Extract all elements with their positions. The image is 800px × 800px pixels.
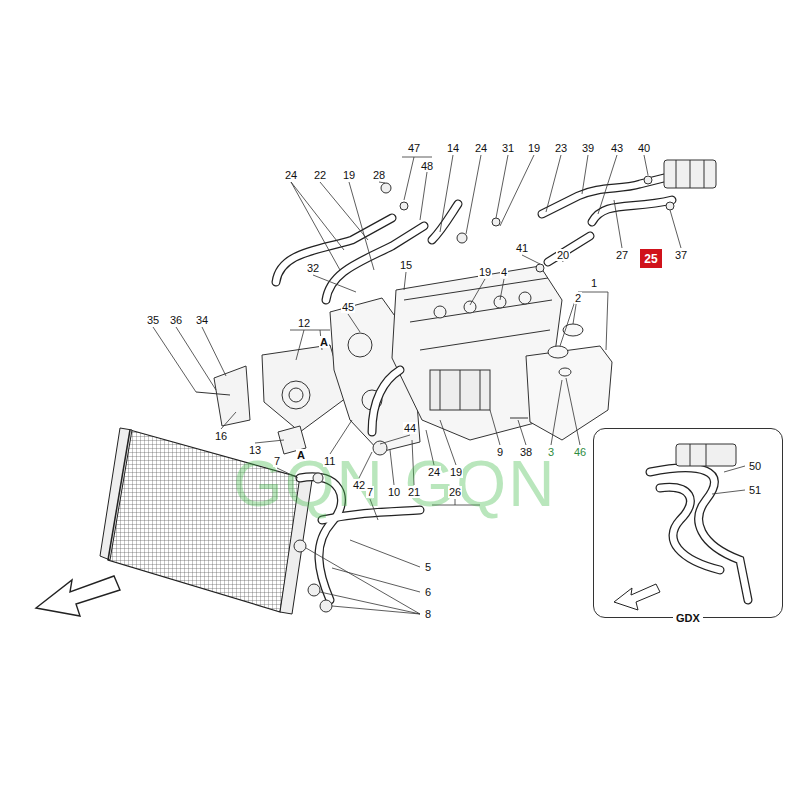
radiator (100, 428, 312, 614)
watermark: GQN GQN (233, 449, 556, 519)
callout-number: 26 (448, 486, 462, 498)
callout-number: 50 (748, 460, 762, 472)
callout-number: 24 (427, 466, 441, 478)
callout-number: 21 (407, 486, 421, 498)
callout-number: 28 (372, 169, 386, 181)
callout-number: 37 (674, 249, 688, 261)
callout-number: 8 (424, 608, 432, 620)
heater-core-fittings (294, 160, 736, 612)
callout-number: 1 (590, 277, 598, 289)
callout-number: 31 (501, 142, 515, 154)
inset-panel: GDX (593, 428, 783, 618)
callout-number: 27 (615, 249, 629, 261)
hose-outline (276, 174, 748, 600)
callout-number: 7 (273, 455, 281, 467)
panel-title: GDX (673, 612, 703, 624)
callout-number: 3 (547, 446, 555, 458)
callout-number: 41 (515, 242, 529, 254)
callout-number: 48 (420, 160, 434, 172)
callout-number: 14 (446, 142, 460, 154)
callout-number: 19 (478, 266, 492, 278)
callout-number: 2 (574, 292, 582, 304)
callout-number: 19 (342, 169, 356, 181)
callout-number: 32 (306, 262, 320, 274)
callout-number: 11 (323, 455, 336, 467)
callout-number: 7 (366, 486, 374, 498)
callout-number: A (319, 336, 329, 348)
callout-number: 42 (352, 479, 366, 491)
callout-number: 20 (556, 249, 570, 261)
callout-number: 45 (341, 301, 355, 313)
highlight-box: 25 (640, 249, 662, 268)
callout-number: 46 (573, 446, 587, 458)
direction-arrow (36, 576, 120, 616)
callout-number: 38 (519, 446, 533, 458)
callout-number: 10 (387, 486, 401, 498)
callout-number: 43 (610, 142, 624, 154)
leader-lines (153, 155, 745, 614)
callout-number: 22 (313, 169, 327, 181)
callout-number: 24 (284, 169, 298, 181)
callout-number: 6 (424, 586, 432, 598)
direction-arrow (614, 584, 660, 610)
callout-number: 40 (637, 142, 651, 154)
callout-number: 19 (449, 466, 463, 478)
callout-number: 34 (195, 314, 209, 326)
callout-number: 44 (403, 422, 417, 434)
callout-number: 47 (407, 142, 421, 154)
callout-number: 23 (554, 142, 568, 154)
callout-number: 5 (424, 561, 432, 573)
callout-number: 35 (146, 314, 160, 326)
callout-number: 39 (581, 142, 595, 154)
callout-number: 9 (496, 446, 504, 458)
callout-number: 36 (169, 314, 183, 326)
callout-number: A (296, 449, 306, 461)
expansion-tank (510, 324, 612, 440)
callout-number: 13 (248, 444, 262, 456)
callout-number: 51 (748, 484, 762, 496)
callout-number: 24 (474, 142, 488, 154)
callout-number: 25 (644, 252, 657, 266)
callout-number: 19 (527, 142, 541, 154)
callout-number: 16 (214, 430, 228, 442)
callout-number: 12 (297, 317, 311, 329)
callout-number: 15 (399, 259, 413, 271)
callout-number: 4 (500, 266, 508, 278)
